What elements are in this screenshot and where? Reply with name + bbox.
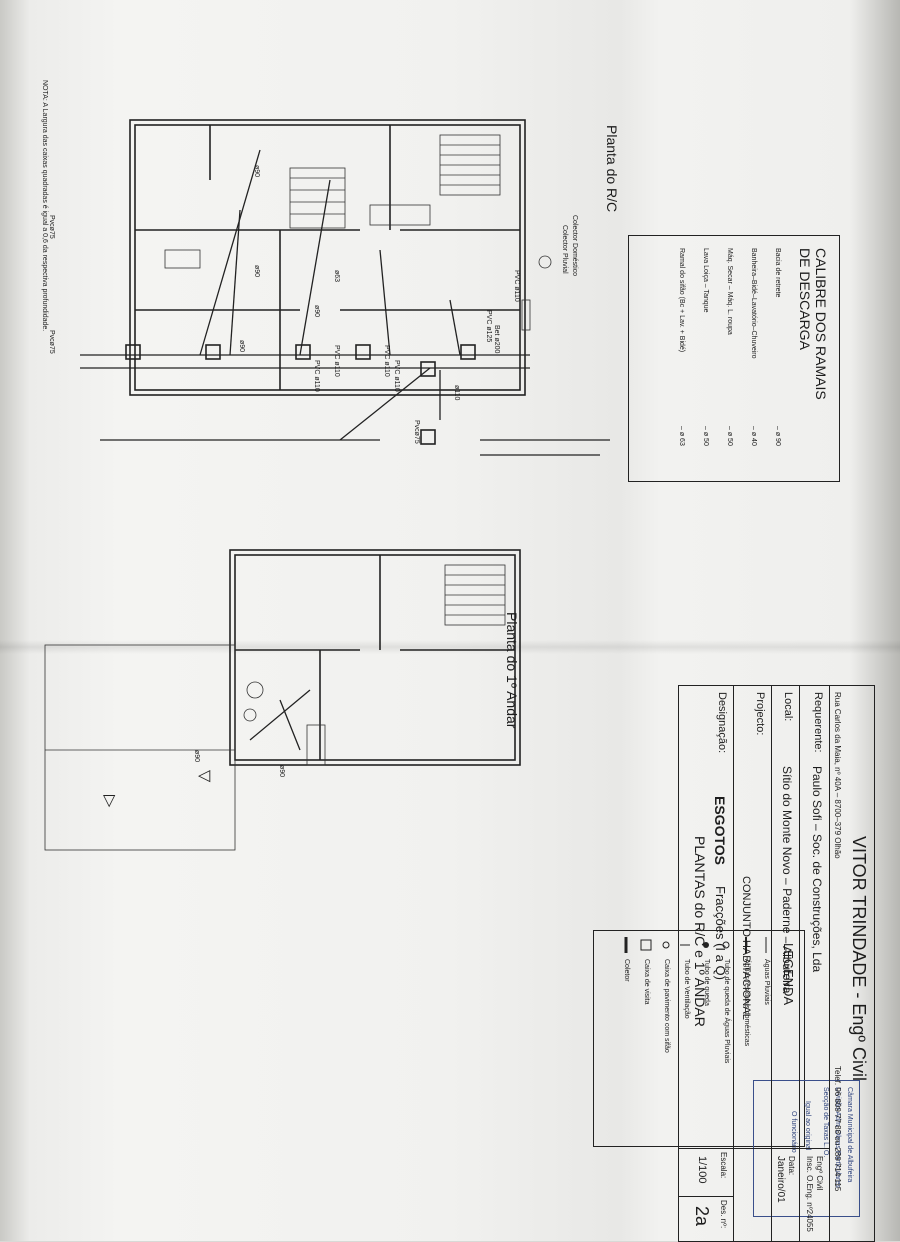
pipe-label: Pvcø75 [48, 215, 55, 239]
calibre-row-label: Máq. Secar – Máq. L. roupa [726, 248, 733, 335]
legend-box: LEGENDA Águas Pluviais Águas residuais d… [593, 930, 805, 1147]
paper-fold [0, 640, 900, 654]
calibre-row-value: – ø 50 [726, 426, 733, 446]
pipe-label: PVC ø110 [333, 345, 340, 377]
pipe-label: ø90 [278, 765, 285, 778]
calibre-row-label: Lava Loiça – Tanque [702, 248, 709, 313]
designacao-fraccoes: Fracções (I a Q) [713, 886, 728, 980]
des-value: 2a [692, 1206, 712, 1227]
pipe-label: ø90 [193, 750, 200, 763]
calibre-title: CALIBRE DOS RAMAIS [813, 248, 829, 400]
ground-floor-walls [129, 119, 552, 396]
pipe-label: Pvcø75 [48, 330, 55, 354]
pipe-label: ø90 [253, 165, 260, 178]
ground-plan-title: Planta do R/C [604, 125, 620, 213]
company-name: VITOR TRINDADE - Engº Civil [849, 836, 869, 1081]
calibre-row-label: Bacia de retrete [774, 248, 781, 298]
calibre-row-value: – ø 50 [702, 426, 709, 446]
nota-text: NOTA: A Largura das caixas quadradas é i… [41, 80, 48, 332]
ground-floor-pipes [80, 149, 610, 456]
company-phone: Telef. 96 809 77 88 ou 289 714 115 [833, 1066, 842, 1192]
eng-label: Engº Civil [815, 1156, 824, 1191]
svg-text:▽: ▽ [196, 770, 213, 783]
data-value: Janeiro/01 [775, 1156, 786, 1203]
pipe-label: Bet ø200 [493, 325, 500, 354]
pipe-label: PVC ø125 [485, 310, 492, 343]
designacao-value: ESGOTOS [712, 796, 728, 865]
requerente-value: Paulo Sofi – Soc. de Construções, Lda [810, 766, 824, 973]
company-address: Rua Carlos da Maia, nº 40A – 8700–379 Ol… [833, 692, 842, 859]
svg-text:▷: ▷ [101, 795, 118, 808]
calibre-box: CALIBRE DOS RAMAIS DE DESCARGA Bacia de … [628, 235, 840, 482]
collector-domestic-label: Colector Doméstico [571, 215, 578, 277]
designacao-line2: PLANTAS do R/C e 1º ANDAR [692, 836, 708, 1027]
calibre-row-value: – ø 90 [774, 426, 781, 446]
pipe-label: PVC ø110 [513, 270, 520, 302]
pipe-label: PVC ø110 [393, 360, 400, 392]
calibre-title-2: DE DESCARGA [797, 248, 813, 350]
pipe-label: ø90 [253, 265, 260, 278]
pipe-label: PVC ø110 [313, 360, 320, 392]
collector-pluvial-label: Colector Pluvial [561, 225, 568, 274]
calibre-row-value: – ø 40 [750, 426, 757, 446]
pipe-label: Pvcø75 [413, 420, 420, 444]
pipe-label: ø90 [238, 340, 245, 353]
legend-symbols [624, 937, 767, 953]
requerente-label: Requerente: [812, 692, 824, 753]
escala-label: Escala: [719, 1152, 728, 1179]
legend-item: Caixa de pavimento com sifão [663, 959, 670, 1053]
calibre-row-label: Ramal do sifão (Bc + Lav. + Bidé) [678, 248, 685, 353]
title-block: VITOR TRINDADE - Engº Civil Rua Carlos d… [678, 685, 875, 1242]
legend-item: Caixa de visita [643, 959, 650, 1005]
des-label: Des. nº: [719, 1200, 728, 1229]
calibre-row-label: Banheira–Bidé–Lavatório–Chuveiro [750, 248, 757, 359]
pipe-label: ø90 [313, 305, 320, 318]
pipe-label: PVC ø110 [383, 345, 390, 377]
calibre-row-value: – ø 63 [678, 426, 685, 446]
first-floor-walls: ▽ ▷ [44, 549, 521, 851]
local-label: Local: [782, 692, 794, 722]
first-plan-title: Planta do 1º Andar [504, 612, 520, 729]
pipe-label: ø63 [333, 270, 340, 283]
local-value: Sítio do Monte Novo – Paderne – Albufeir… [780, 766, 794, 994]
pipe-label: ø110 [453, 385, 460, 401]
designacao-label: Designação: [716, 692, 728, 754]
data-label: Data: [787, 1156, 796, 1176]
projecto-value: CONJUNTO HABITACIONAL [740, 876, 752, 1020]
escala-value: 1/100 [696, 1156, 708, 1184]
projecto-label: Projecto: [754, 692, 766, 736]
eng-reg: Insc. O.Eng. nº24055 [805, 1156, 814, 1232]
